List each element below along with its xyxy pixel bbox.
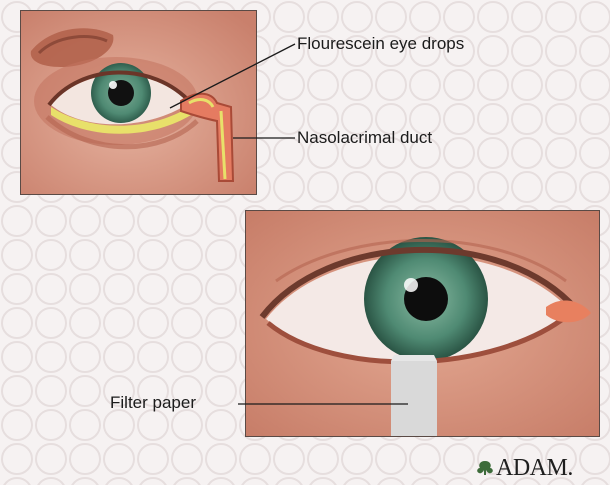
leaf-icon [474,459,496,477]
logo-text: ADAM. [496,456,573,480]
label-nasolacrimal-duct: Nasolacrimal duct [297,128,432,148]
label-fluorescein-eye-drops: Flourescein eye drops [297,34,464,54]
label-filter-paper: Filter paper [110,393,196,413]
adam-logo: ADAM. [474,453,610,483]
illustration-eye-drops [20,10,257,195]
illustration-filter-paper [245,210,600,437]
